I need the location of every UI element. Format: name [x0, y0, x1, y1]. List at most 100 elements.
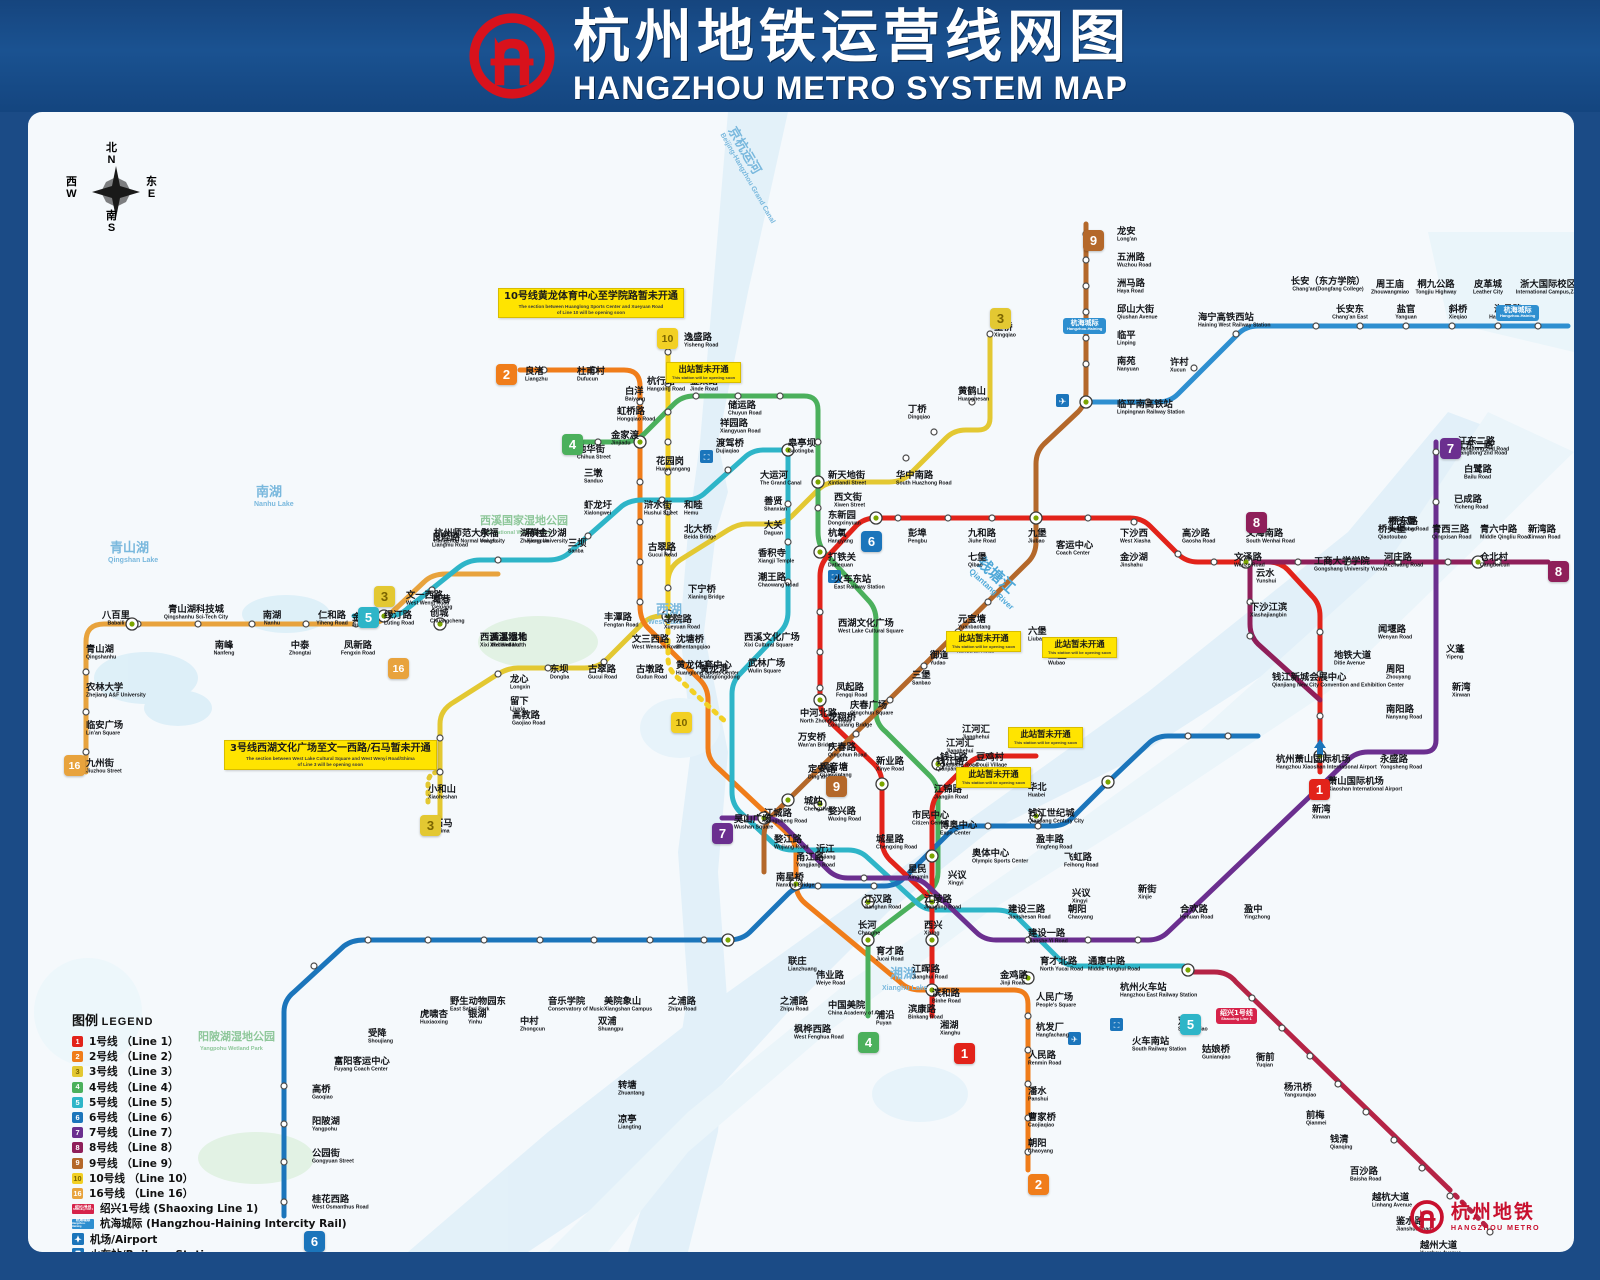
line-5-track[interactable]: [351, 447, 1187, 969]
line-badge-9[interactable]: 9: [826, 776, 847, 797]
line-badge-6[interactable]: 6: [304, 1231, 325, 1252]
station-label[interactable]: 越州大道Yuezhou Avenue: [1419, 1239, 1461, 1252]
line-badge-2[interactable]: 2: [496, 364, 517, 385]
line-badge-7[interactable]: 7: [1440, 438, 1461, 459]
line-badge-16[interactable]: 16: [388, 658, 409, 679]
line-badge-3[interactable]: 3: [374, 586, 395, 607]
metro-network-svg[interactable]: ✈ ⛶ ⛶ ✈ ⛶: [28, 112, 1574, 1252]
legend-row-railway-icon[interactable]: 火车站/Railway Station: [72, 1247, 412, 1252]
line-badge-2[interactable]: 2: [1028, 1174, 1049, 1195]
line-badge-8[interactable]: 8: [1548, 561, 1569, 582]
line-badge-4[interactable]: 4: [858, 1032, 879, 1053]
haining-intercity-track[interactable]: [1085, 323, 1571, 405]
